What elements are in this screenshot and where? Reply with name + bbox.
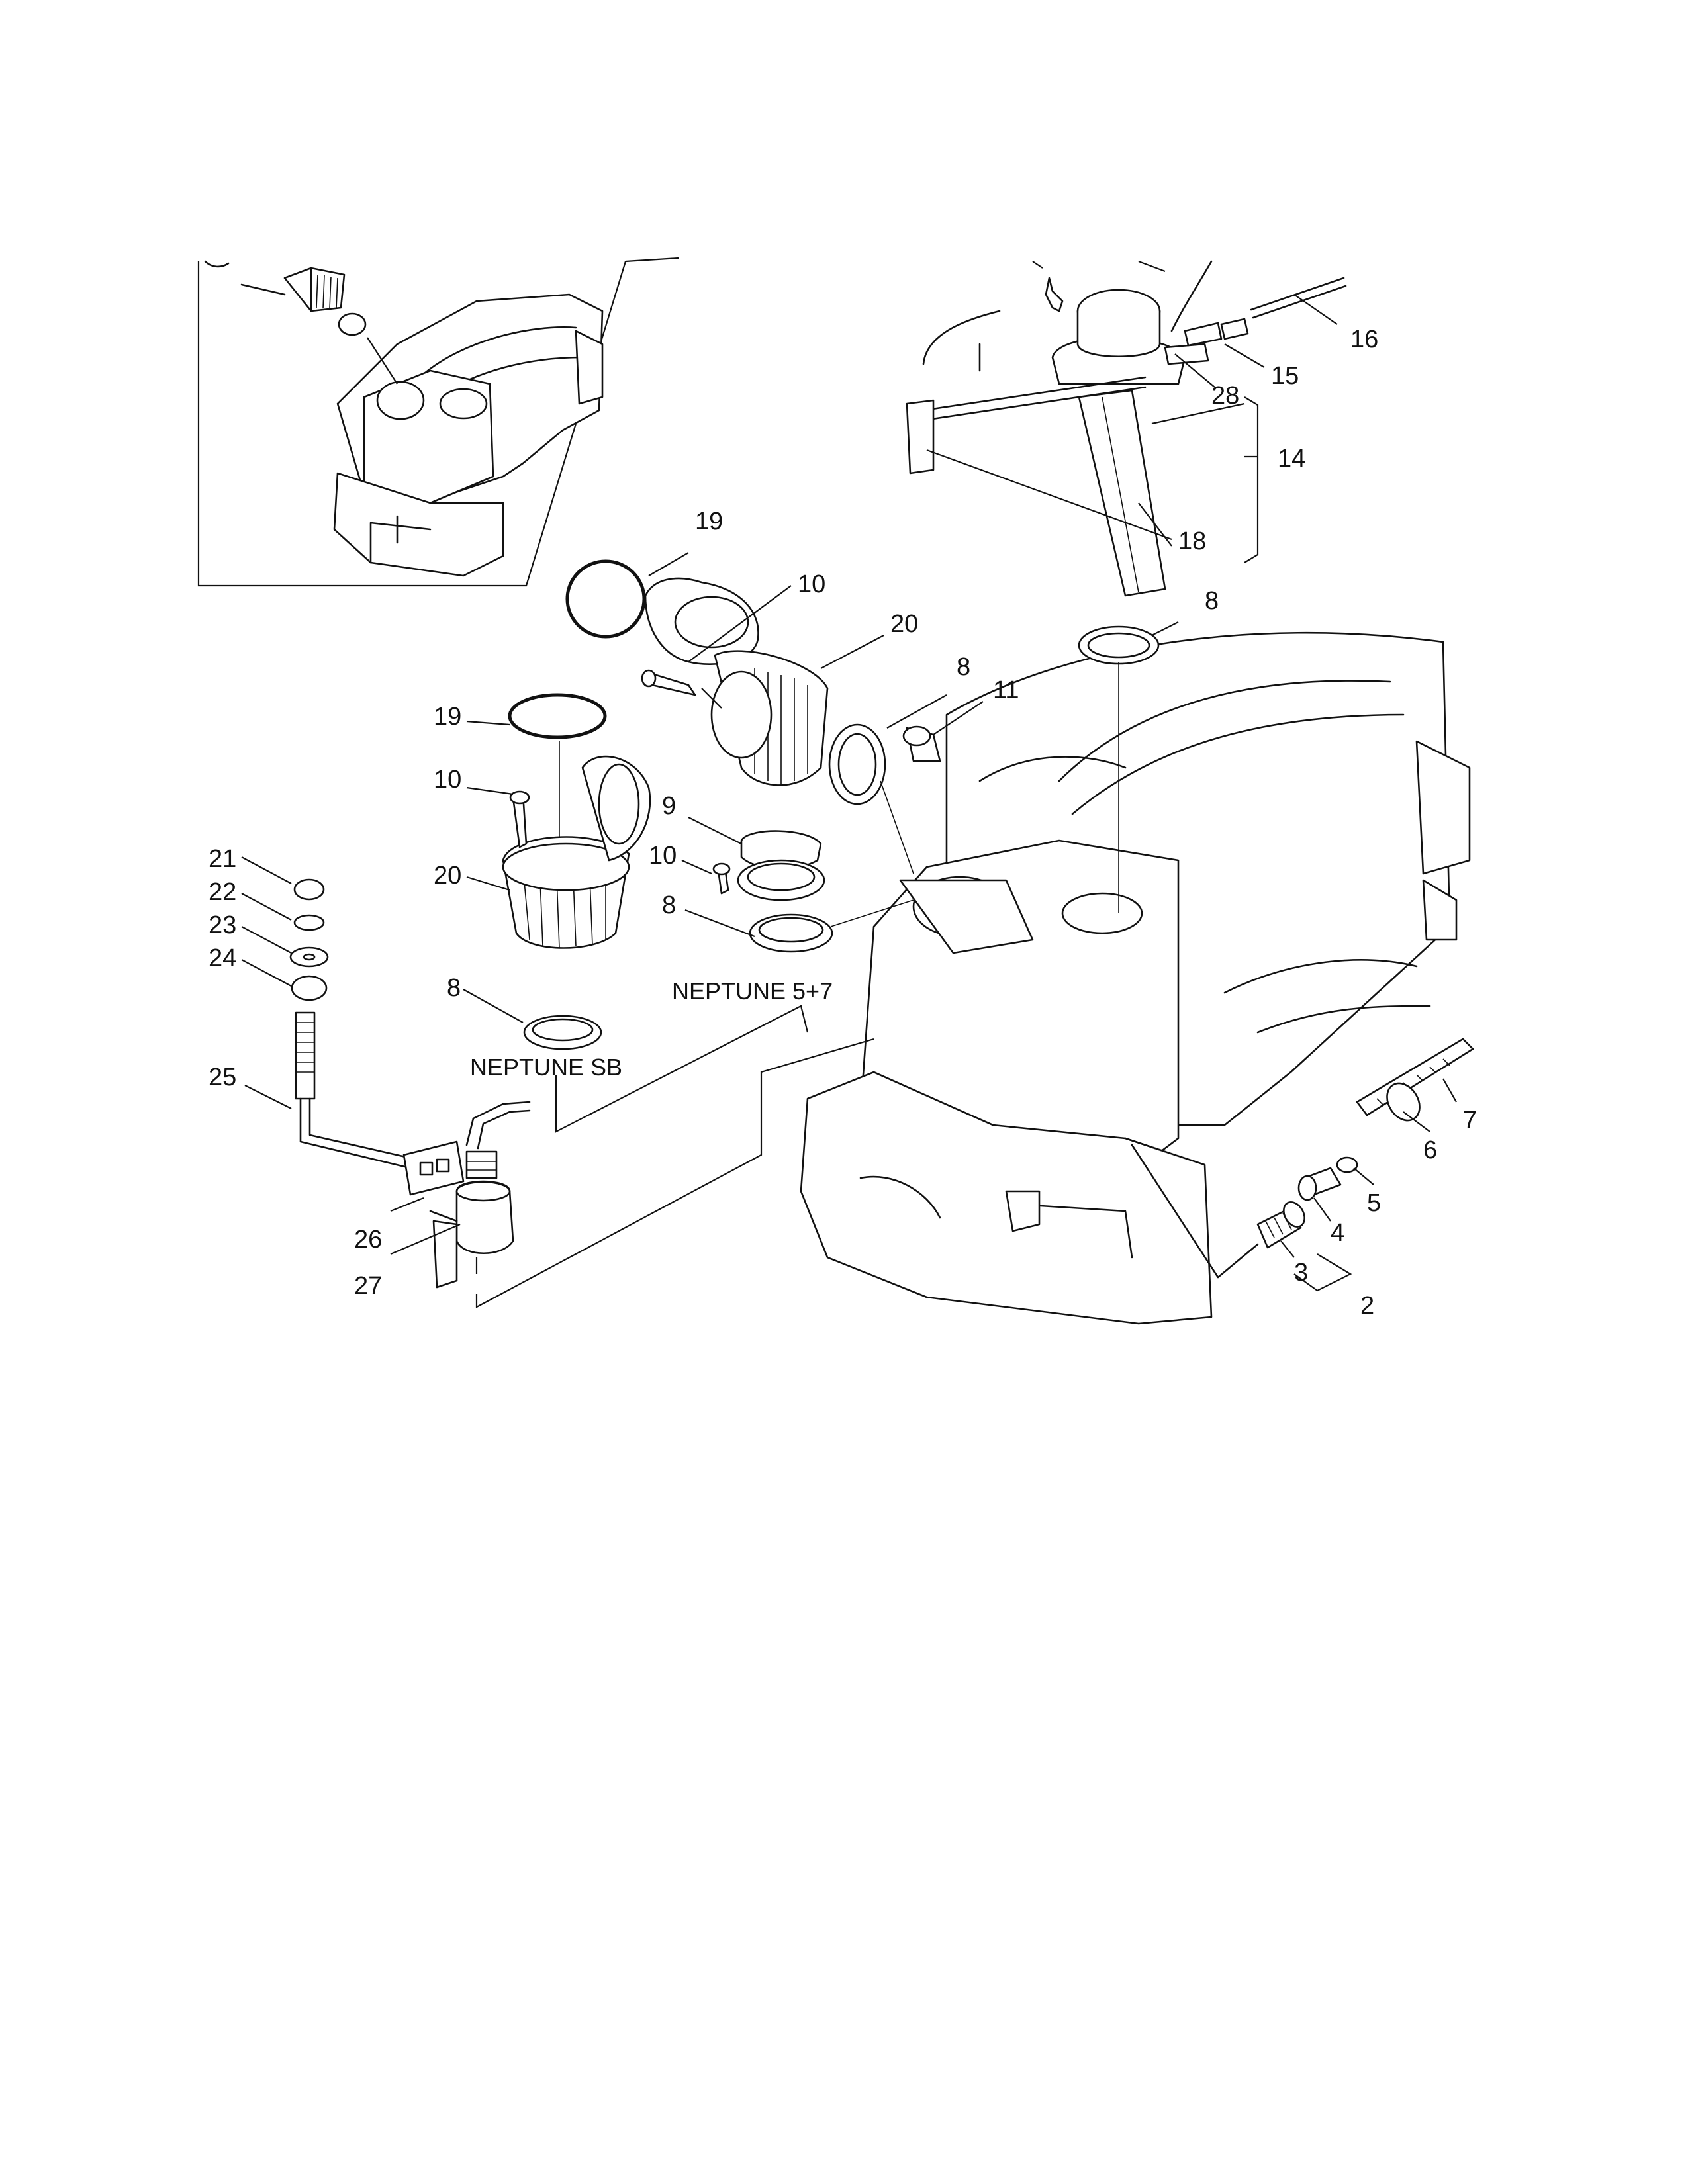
inset-strainer xyxy=(204,260,398,385)
ring-and-plug xyxy=(828,723,941,874)
main-tank xyxy=(800,631,1471,1325)
callout-15: 15 xyxy=(1271,362,1299,390)
variant-labels: NEPTUNE 5+7 NEPTUNE SB xyxy=(470,978,833,1081)
callout-19-upper: 19 xyxy=(695,508,723,535)
hose-fitting-assembly xyxy=(1131,1038,1474,1279)
callout-10-upper: 10 xyxy=(798,570,825,598)
callout-20-lower: 20 xyxy=(434,862,461,889)
suction-pipe-assembly xyxy=(289,878,531,1289)
callout-24: 24 xyxy=(209,944,236,972)
callout-26: 26 xyxy=(354,1226,382,1253)
callout-8-lid: 8 xyxy=(662,891,676,919)
callout-4: 4 xyxy=(1331,1219,1344,1247)
callout-27: 27 xyxy=(354,1272,382,1300)
callout-20-upper: 20 xyxy=(890,610,918,638)
gasket-ring-sb xyxy=(523,1015,602,1050)
callout-2: 2 xyxy=(1360,1292,1374,1320)
callout-23: 23 xyxy=(209,911,236,939)
gasket-ring-top xyxy=(1078,625,1160,913)
strainer-neptune-5-7 xyxy=(565,559,829,786)
callout-14: 14 xyxy=(1278,445,1305,473)
callout-8-top: 8 xyxy=(1205,587,1219,615)
callout-8-sb: 8 xyxy=(447,974,461,1002)
inset-tank xyxy=(333,293,604,577)
callout-3: 3 xyxy=(1294,1259,1308,1287)
callout-21: 21 xyxy=(209,845,236,873)
callout-28: 28 xyxy=(1211,382,1239,410)
callout-16: 16 xyxy=(1350,326,1378,353)
strainer-neptune-sb xyxy=(502,693,651,949)
callout-22: 22 xyxy=(209,878,236,906)
callout-labels: 16 15 28 14 18 8 19 10 20 8 11 19 10 20 … xyxy=(209,326,1477,1320)
leader-lines xyxy=(241,294,1457,1292)
callout-9: 9 xyxy=(662,792,676,820)
lid-assembly xyxy=(712,830,914,953)
inset-view xyxy=(197,257,679,587)
callout-10-lid: 10 xyxy=(649,842,677,870)
callout-19-lower: 19 xyxy=(434,703,461,731)
callout-5: 5 xyxy=(1367,1189,1381,1217)
callout-6: 6 xyxy=(1423,1136,1437,1164)
callout-10-lower: 10 xyxy=(434,766,461,794)
level-gauge-assembly xyxy=(906,260,1347,597)
variant-label-neptune-sb: NEPTUNE SB xyxy=(470,1054,622,1081)
callout-18: 18 xyxy=(1178,527,1206,555)
callout-7: 7 xyxy=(1463,1107,1477,1134)
callout-11: 11 xyxy=(993,676,1019,704)
variant-label-neptune-5-7: NEPTUNE 5+7 xyxy=(672,978,833,1005)
callout-25: 25 xyxy=(209,1064,236,1091)
callout-8-center: 8 xyxy=(957,653,970,681)
variant-bracket-lines xyxy=(475,1005,874,1308)
